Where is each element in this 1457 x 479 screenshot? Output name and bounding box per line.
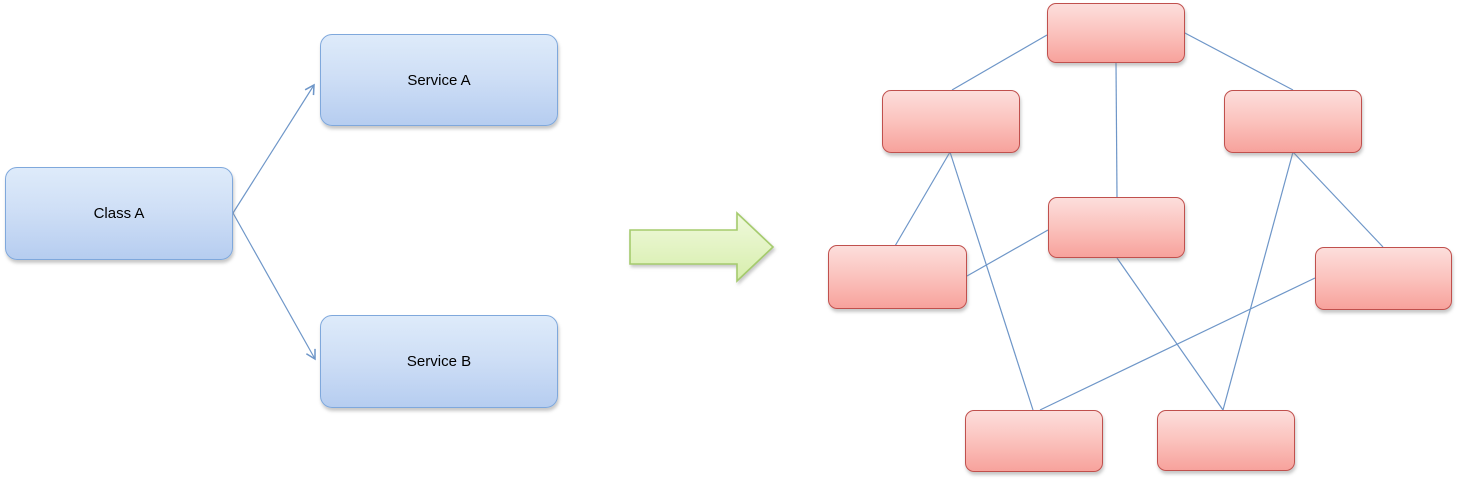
network-edge-7 xyxy=(1116,257,1224,411)
network-edge-3 xyxy=(1115,62,1118,198)
network-node-7 xyxy=(965,410,1103,472)
edge-class-a-service-a xyxy=(232,83,315,214)
network-node-2 xyxy=(882,90,1020,153)
network-edge-2 xyxy=(1182,31,1294,91)
network-edge-4 xyxy=(894,151,951,247)
network-node-6 xyxy=(1315,247,1452,310)
network-node-1 xyxy=(1047,3,1185,63)
network-edge-10 xyxy=(1039,277,1316,411)
node-service-b-label: Service B xyxy=(406,353,472,370)
node-class-a: Class A xyxy=(5,167,233,260)
network-node-5 xyxy=(828,245,967,309)
node-service-a: Service A xyxy=(320,34,558,126)
network-node-3 xyxy=(1224,90,1362,153)
network-edge-1 xyxy=(951,34,1048,91)
right-block-arrow xyxy=(629,211,775,283)
edge-class-a-service-b xyxy=(232,212,316,361)
network-edge-9 xyxy=(1222,151,1294,411)
network-node-4 xyxy=(1048,197,1185,258)
node-service-a-label: Service A xyxy=(407,71,471,89)
network-node-8 xyxy=(1157,410,1295,471)
node-class-a-label: Class A xyxy=(93,205,145,222)
network-edge-6 xyxy=(966,229,1049,277)
network-edge-8 xyxy=(1292,151,1384,248)
network-edge-5 xyxy=(949,151,1034,411)
node-service-b: Service B xyxy=(320,315,558,408)
